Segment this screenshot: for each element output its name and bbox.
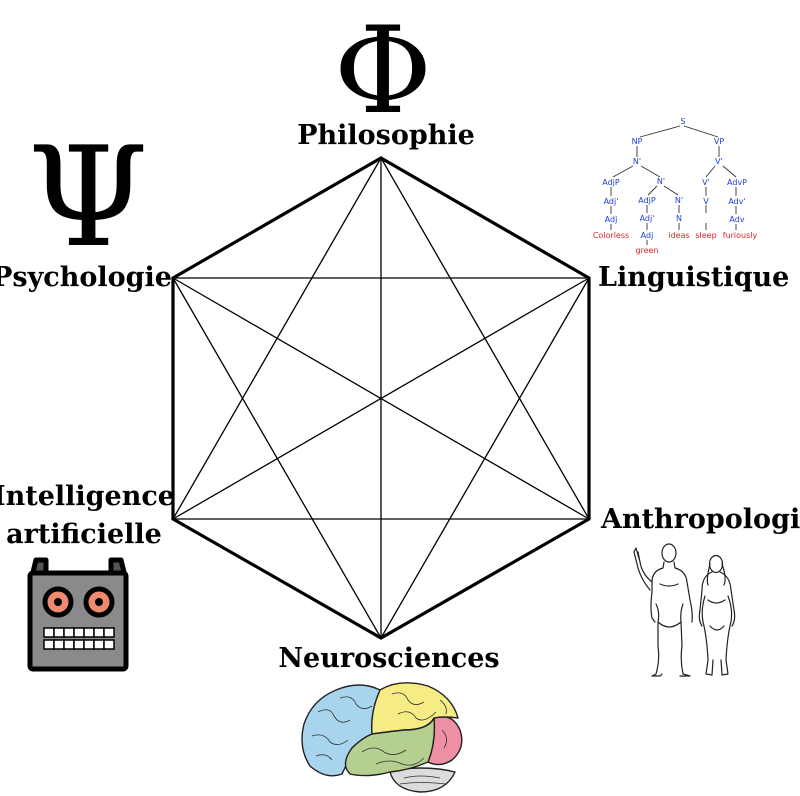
label-artificielle: artificielle <box>6 519 162 550</box>
tree-node: S <box>680 117 685 126</box>
tree-node: N' <box>633 157 641 166</box>
brain-cerebellum <box>389 767 456 793</box>
tree-word: sleep <box>695 231 716 240</box>
label-anthropologie: Anthropologie <box>600 504 800 535</box>
tree-node: Adj' <box>640 214 655 223</box>
brain-temporal-lobe <box>344 717 436 777</box>
tree-node: Adj' <box>604 197 619 206</box>
brain-folds <box>311 692 447 785</box>
tree-node: N' <box>675 196 683 205</box>
tree-word: ideas <box>668 231 689 240</box>
tree-node: V' <box>715 157 723 166</box>
tree-word: Colorless <box>593 231 629 240</box>
hexagon-outline <box>171 156 591 640</box>
tree-node: VP <box>714 137 724 146</box>
tree-node: Adv <box>729 215 744 224</box>
tree-node: V <box>703 197 709 206</box>
tree-node: Adj <box>605 215 618 224</box>
psi-glyph: Ψ <box>27 117 148 278</box>
label-psychologie: Psychologie <box>0 262 172 293</box>
tree-node: AdjP <box>602 178 620 187</box>
male-figure <box>633 543 693 677</box>
tree-word: green <box>635 246 658 255</box>
tree-node: N' <box>657 177 665 186</box>
tree-node: NP <box>632 137 643 146</box>
tree-node: Adj <box>641 231 654 240</box>
label-neurosciences: Neurosciences <box>278 643 499 674</box>
tree-edges <box>610 125 737 245</box>
tree-node: AdjP <box>638 196 656 205</box>
hexagon-diagonal <box>172 277 590 520</box>
phi-glyph: Φ <box>334 2 432 141</box>
hexagon-diagonals <box>172 157 590 639</box>
label-intelligence: Intelligence <box>0 481 175 512</box>
female-figure <box>698 554 736 676</box>
tree-node: AdvP <box>727 178 747 187</box>
label-linguistique: Linguistique <box>598 262 789 293</box>
label-philosophie: Philosophie <box>297 120 475 151</box>
robot-mouth <box>43 627 115 650</box>
tree-node: V' <box>702 178 710 187</box>
tree-word: furiously <box>723 231 758 240</box>
tree-nodes: S NP VP N' V' AdjP N' V' AdvP Adj' AdjP … <box>593 117 758 255</box>
tree-node: N <box>676 214 682 223</box>
hexagon-diagonal <box>172 277 382 639</box>
tree-node: Adv' <box>728 197 745 206</box>
